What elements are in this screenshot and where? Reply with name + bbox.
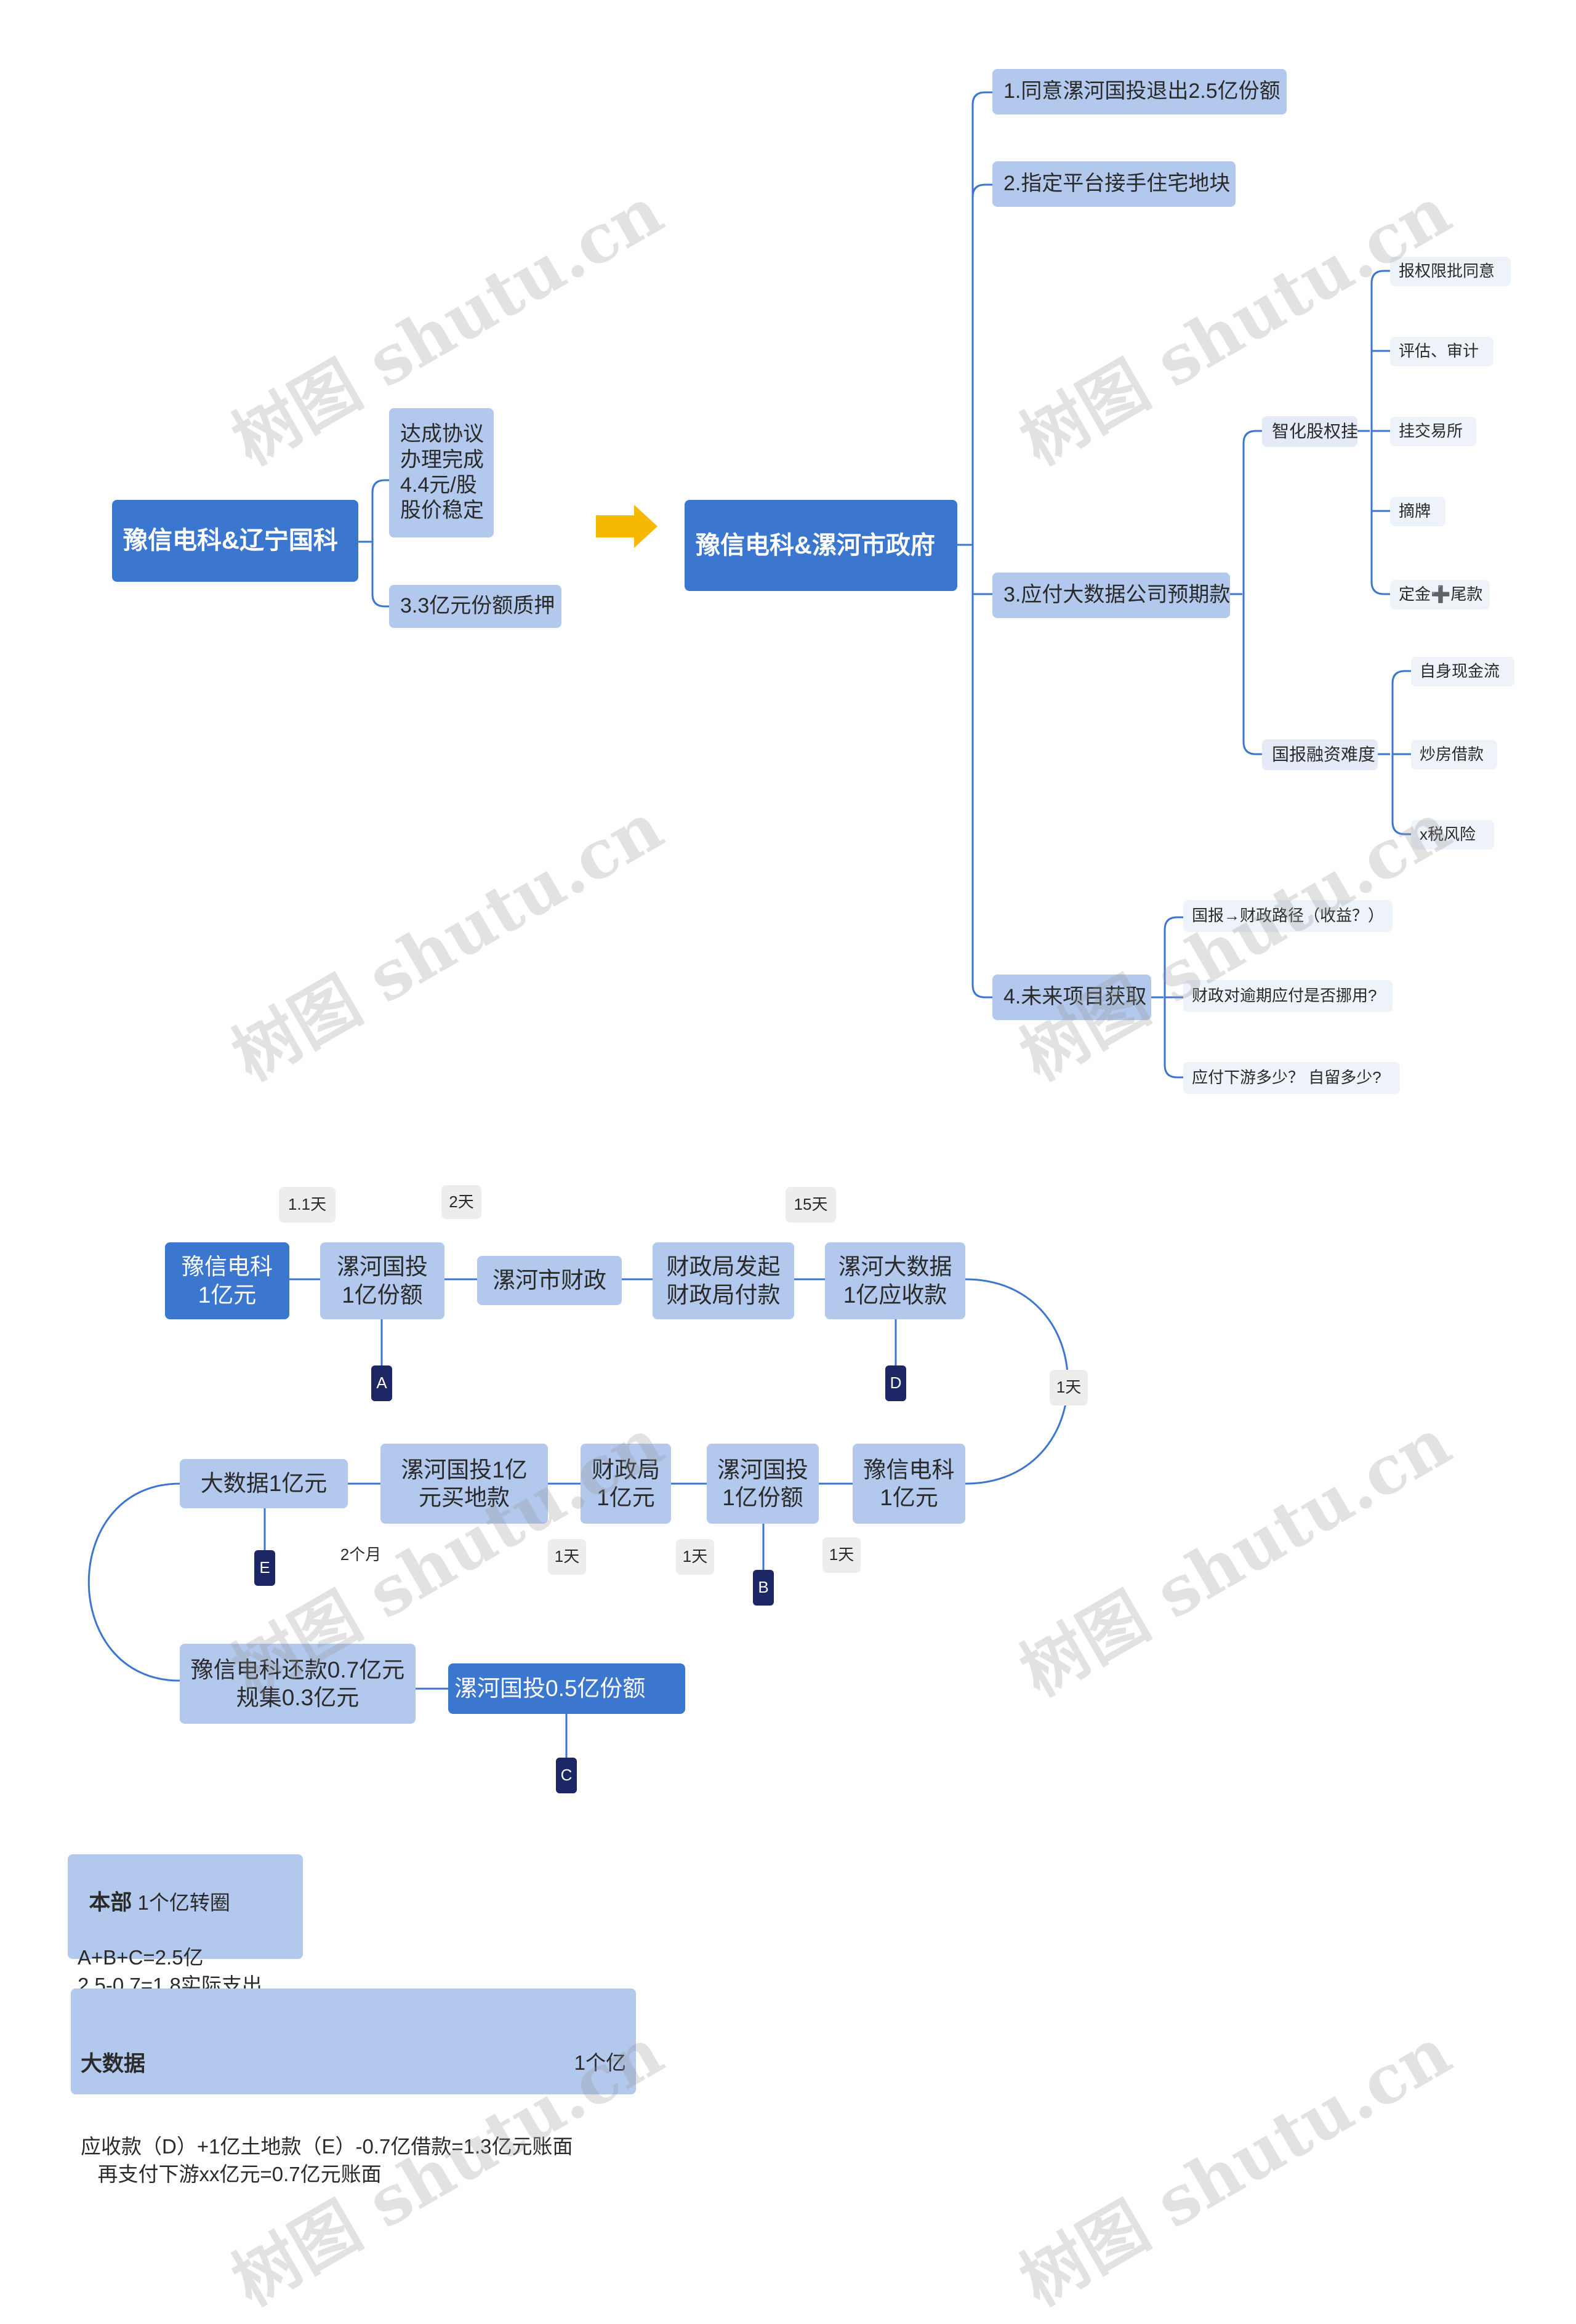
connector-lines bbox=[87, 91, 1411, 1758]
flow-node-finance-bureau-pay[interactable]: 财政局发起 财政局付款 bbox=[653, 1242, 794, 1319]
subbranch-guobao[interactable]: 国报融资难度 bbox=[1262, 739, 1378, 770]
marker-b[interactable]: B bbox=[753, 1570, 774, 1606]
flow-node-land-payment[interactable]: 漯河国投1亿 元买地款 bbox=[380, 1444, 548, 1524]
zhihua-item-4[interactable]: 摘牌 bbox=[1390, 497, 1445, 526]
flow-node-bigdata-1yi[interactable]: 大数据1亿元 bbox=[180, 1459, 348, 1508]
flow-node-luohe-finance[interactable]: 漯河市财政 bbox=[477, 1256, 622, 1305]
marker-c[interactable]: C bbox=[556, 1758, 577, 1793]
note-bigdata[interactable]: 大数据 1个亿 应收款（D）+1亿土地款（E）-0.7亿借款=1.3亿元账面 再… bbox=[71, 1988, 636, 2185]
branch-node-1[interactable]: 1.同意漯河国投退出2.5亿份额 bbox=[992, 69, 1287, 115]
zhihua-item-5[interactable]: 定金➕尾款 bbox=[1390, 580, 1490, 609]
left-root-node[interactable]: 豫信电科&辽宁国科 bbox=[112, 500, 358, 582]
guobao-item-3[interactable]: x税风险 bbox=[1411, 820, 1494, 850]
duration-label-4: 1天 bbox=[1050, 1370, 1088, 1405]
flow-node-finance-bureau-1yi[interactable]: 财政局 1亿元 bbox=[581, 1444, 671, 1524]
duration-label-6: 1天 bbox=[548, 1539, 586, 1575]
marker-d[interactable]: D bbox=[885, 1365, 906, 1401]
duration-label-5: 2个月 bbox=[340, 1545, 382, 1564]
branch-node-4[interactable]: 4.未来项目获取 bbox=[992, 975, 1151, 1020]
flow-node-yuxin-repay[interactable]: 豫信电科还款0.7亿元 规集0.3亿元 bbox=[180, 1644, 416, 1724]
duration-label-8: 1天 bbox=[822, 1537, 861, 1573]
flow-node-luohe-guotou-2[interactable]: 漯河国投 1亿份额 bbox=[707, 1444, 819, 1524]
flow-node-luohe-guotou-05[interactable]: 漯河国投0.5亿份额 bbox=[448, 1663, 685, 1714]
flow-node-luohe-guotou-1[interactable]: 漯河国投 1亿份额 bbox=[320, 1242, 444, 1319]
flow-node-yuxin-start[interactable]: 豫信电科 1亿元 bbox=[165, 1242, 289, 1319]
note-benbu-title: 本部 bbox=[89, 1890, 132, 1915]
branch-node-2[interactable]: 2.指定平台接手住宅地块 bbox=[992, 161, 1236, 207]
zhihua-item-2[interactable]: 评估、审计 bbox=[1390, 337, 1494, 366]
zhihua-item-3[interactable]: 挂交易所 bbox=[1390, 417, 1476, 446]
right-root-node[interactable]: 豫信电科&漯河市政府 bbox=[685, 500, 957, 591]
branch-node-3[interactable]: 3.应付大数据公司预期款 bbox=[992, 573, 1230, 618]
note-bigdata-title: 大数据 bbox=[81, 2052, 146, 2077]
duration-label-7: 1天 bbox=[676, 1539, 714, 1575]
duration-label-2: 2天 bbox=[441, 1185, 481, 1219]
note-bigdata-body: 应收款（D）+1亿土地款（E）-0.7亿借款=1.3亿元账面 再支付下游xx亿元… bbox=[81, 2135, 573, 2185]
future-item-2[interactable]: 财政对逾期应付是否挪用? bbox=[1183, 980, 1393, 1012]
duration-label-3: 15天 bbox=[786, 1187, 836, 1223]
note-benbu[interactable]: 本部 1个亿转圈 A+B+C=2.5亿 2.5-0.7=1.8实际支出 bbox=[68, 1854, 303, 1996]
future-item-1[interactable]: 国报→财政路径（收益？） bbox=[1183, 900, 1393, 932]
agreement-node[interactable]: 达成协议 办理完成 4.4元/股 股价稳定 bbox=[389, 408, 494, 537]
zhihua-item-1[interactable]: 报权限批同意 bbox=[1390, 257, 1511, 286]
marker-e[interactable]: E bbox=[254, 1550, 275, 1586]
guobao-item-1[interactable]: 自身现金流 bbox=[1411, 657, 1514, 686]
flow-node-luohe-bigdata[interactable]: 漯河大数据 1亿应收款 bbox=[825, 1242, 965, 1319]
future-item-3[interactable]: 应付下游多少？ 自留多少? bbox=[1183, 1062, 1400, 1094]
guobao-item-2[interactable]: 炒房借款 bbox=[1411, 740, 1497, 770]
duration-label-1: 1.1天 bbox=[279, 1187, 336, 1223]
flow-node-yuxin-return[interactable]: 豫信电科 1亿元 bbox=[853, 1444, 965, 1524]
subbranch-zhihua[interactable]: 智化股权挂 bbox=[1262, 416, 1358, 447]
pledge-node[interactable]: 3.3亿元份额质押 bbox=[389, 585, 561, 628]
note-benbu-subtitle: 1个亿转圈 bbox=[132, 1891, 230, 1914]
note-bigdata-right: 1个亿 bbox=[574, 2051, 626, 2075]
marker-a[interactable]: A bbox=[371, 1365, 392, 1401]
